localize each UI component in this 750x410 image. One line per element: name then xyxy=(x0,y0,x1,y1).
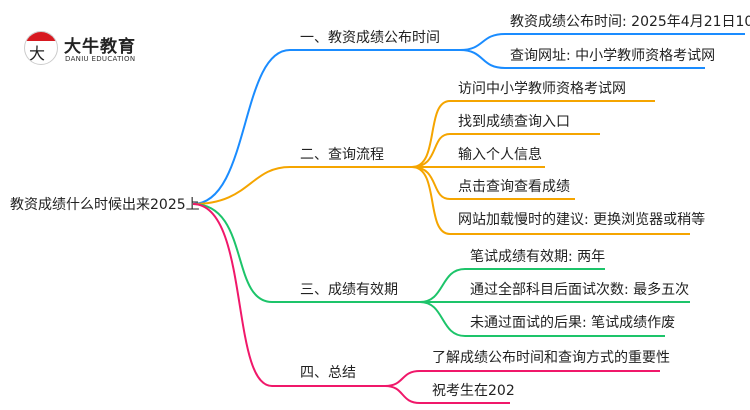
link-branch-2-child-1 xyxy=(411,100,655,168)
branch-node-4[interactable]: 四、总结 xyxy=(300,365,356,381)
logo-name: 大牛教育 xyxy=(64,37,136,57)
link-branch-2-child-2 xyxy=(411,133,600,168)
link-branch-2-child-4 xyxy=(411,166,575,200)
link-branch-3-child-3 xyxy=(419,301,665,337)
link-branch-4-child-1 xyxy=(384,370,660,387)
leaf-node[interactable]: 查询网址: 中小学教师资格考试网 xyxy=(510,48,716,64)
leaf-node[interactable]: 了解成绩公布时间和查询方式的重要性 xyxy=(432,350,670,366)
leaf-node[interactable]: 未通过面试的后果: 笔试成绩作废 xyxy=(470,315,676,331)
link-branch-1-child-1 xyxy=(459,33,745,51)
leaf-node[interactable]: 笔试成绩有效期: 两年 xyxy=(470,249,606,265)
logo-badge-icon: 大牛 xyxy=(24,31,58,65)
leaf-node[interactable]: 输入个人信息 xyxy=(458,147,542,163)
leaf-node[interactable]: 教资成绩公布时间: 2025年4月21日10点 xyxy=(510,14,750,30)
link-branch-2-child-5 xyxy=(411,166,690,235)
leaf-node[interactable]: 找到成绩查询入口 xyxy=(458,114,570,130)
leaf-node[interactable]: 访问中小学教师资格考试网 xyxy=(458,81,626,97)
branch-node-2[interactable]: 二、查询流程 xyxy=(300,147,384,163)
logo-subtitle: DANIU EDUCATION xyxy=(65,55,136,63)
link-branch-4 xyxy=(192,203,385,387)
link-branch-2 xyxy=(192,166,412,205)
branch-node-3[interactable]: 三、成绩有效期 xyxy=(300,282,398,298)
link-branch-1 xyxy=(192,49,460,205)
link-branch-4-child-2 xyxy=(384,385,510,404)
leaf-node[interactable]: 点击查询查看成绩 xyxy=(458,179,570,195)
daniu-logo: 大牛 大牛教育 DANIU EDUCATION xyxy=(22,26,172,71)
link-branch-3 xyxy=(192,203,420,303)
root-node[interactable]: 教资成绩什么时候出来2025上 xyxy=(10,197,200,213)
leaf-node[interactable]: 网站加载慢时的建议: 更换浏览器或稍等 xyxy=(458,212,706,228)
leaf-node[interactable]: 祝考生在202 xyxy=(432,383,515,399)
link-branch-1-child-2 xyxy=(459,49,705,69)
branch-node-1[interactable]: 一、教资成绩公布时间 xyxy=(300,30,440,46)
leaf-node[interactable]: 通过全部科目后面试次数: 最多五次 xyxy=(470,282,690,298)
link-branch-3-child-1 xyxy=(419,268,605,303)
